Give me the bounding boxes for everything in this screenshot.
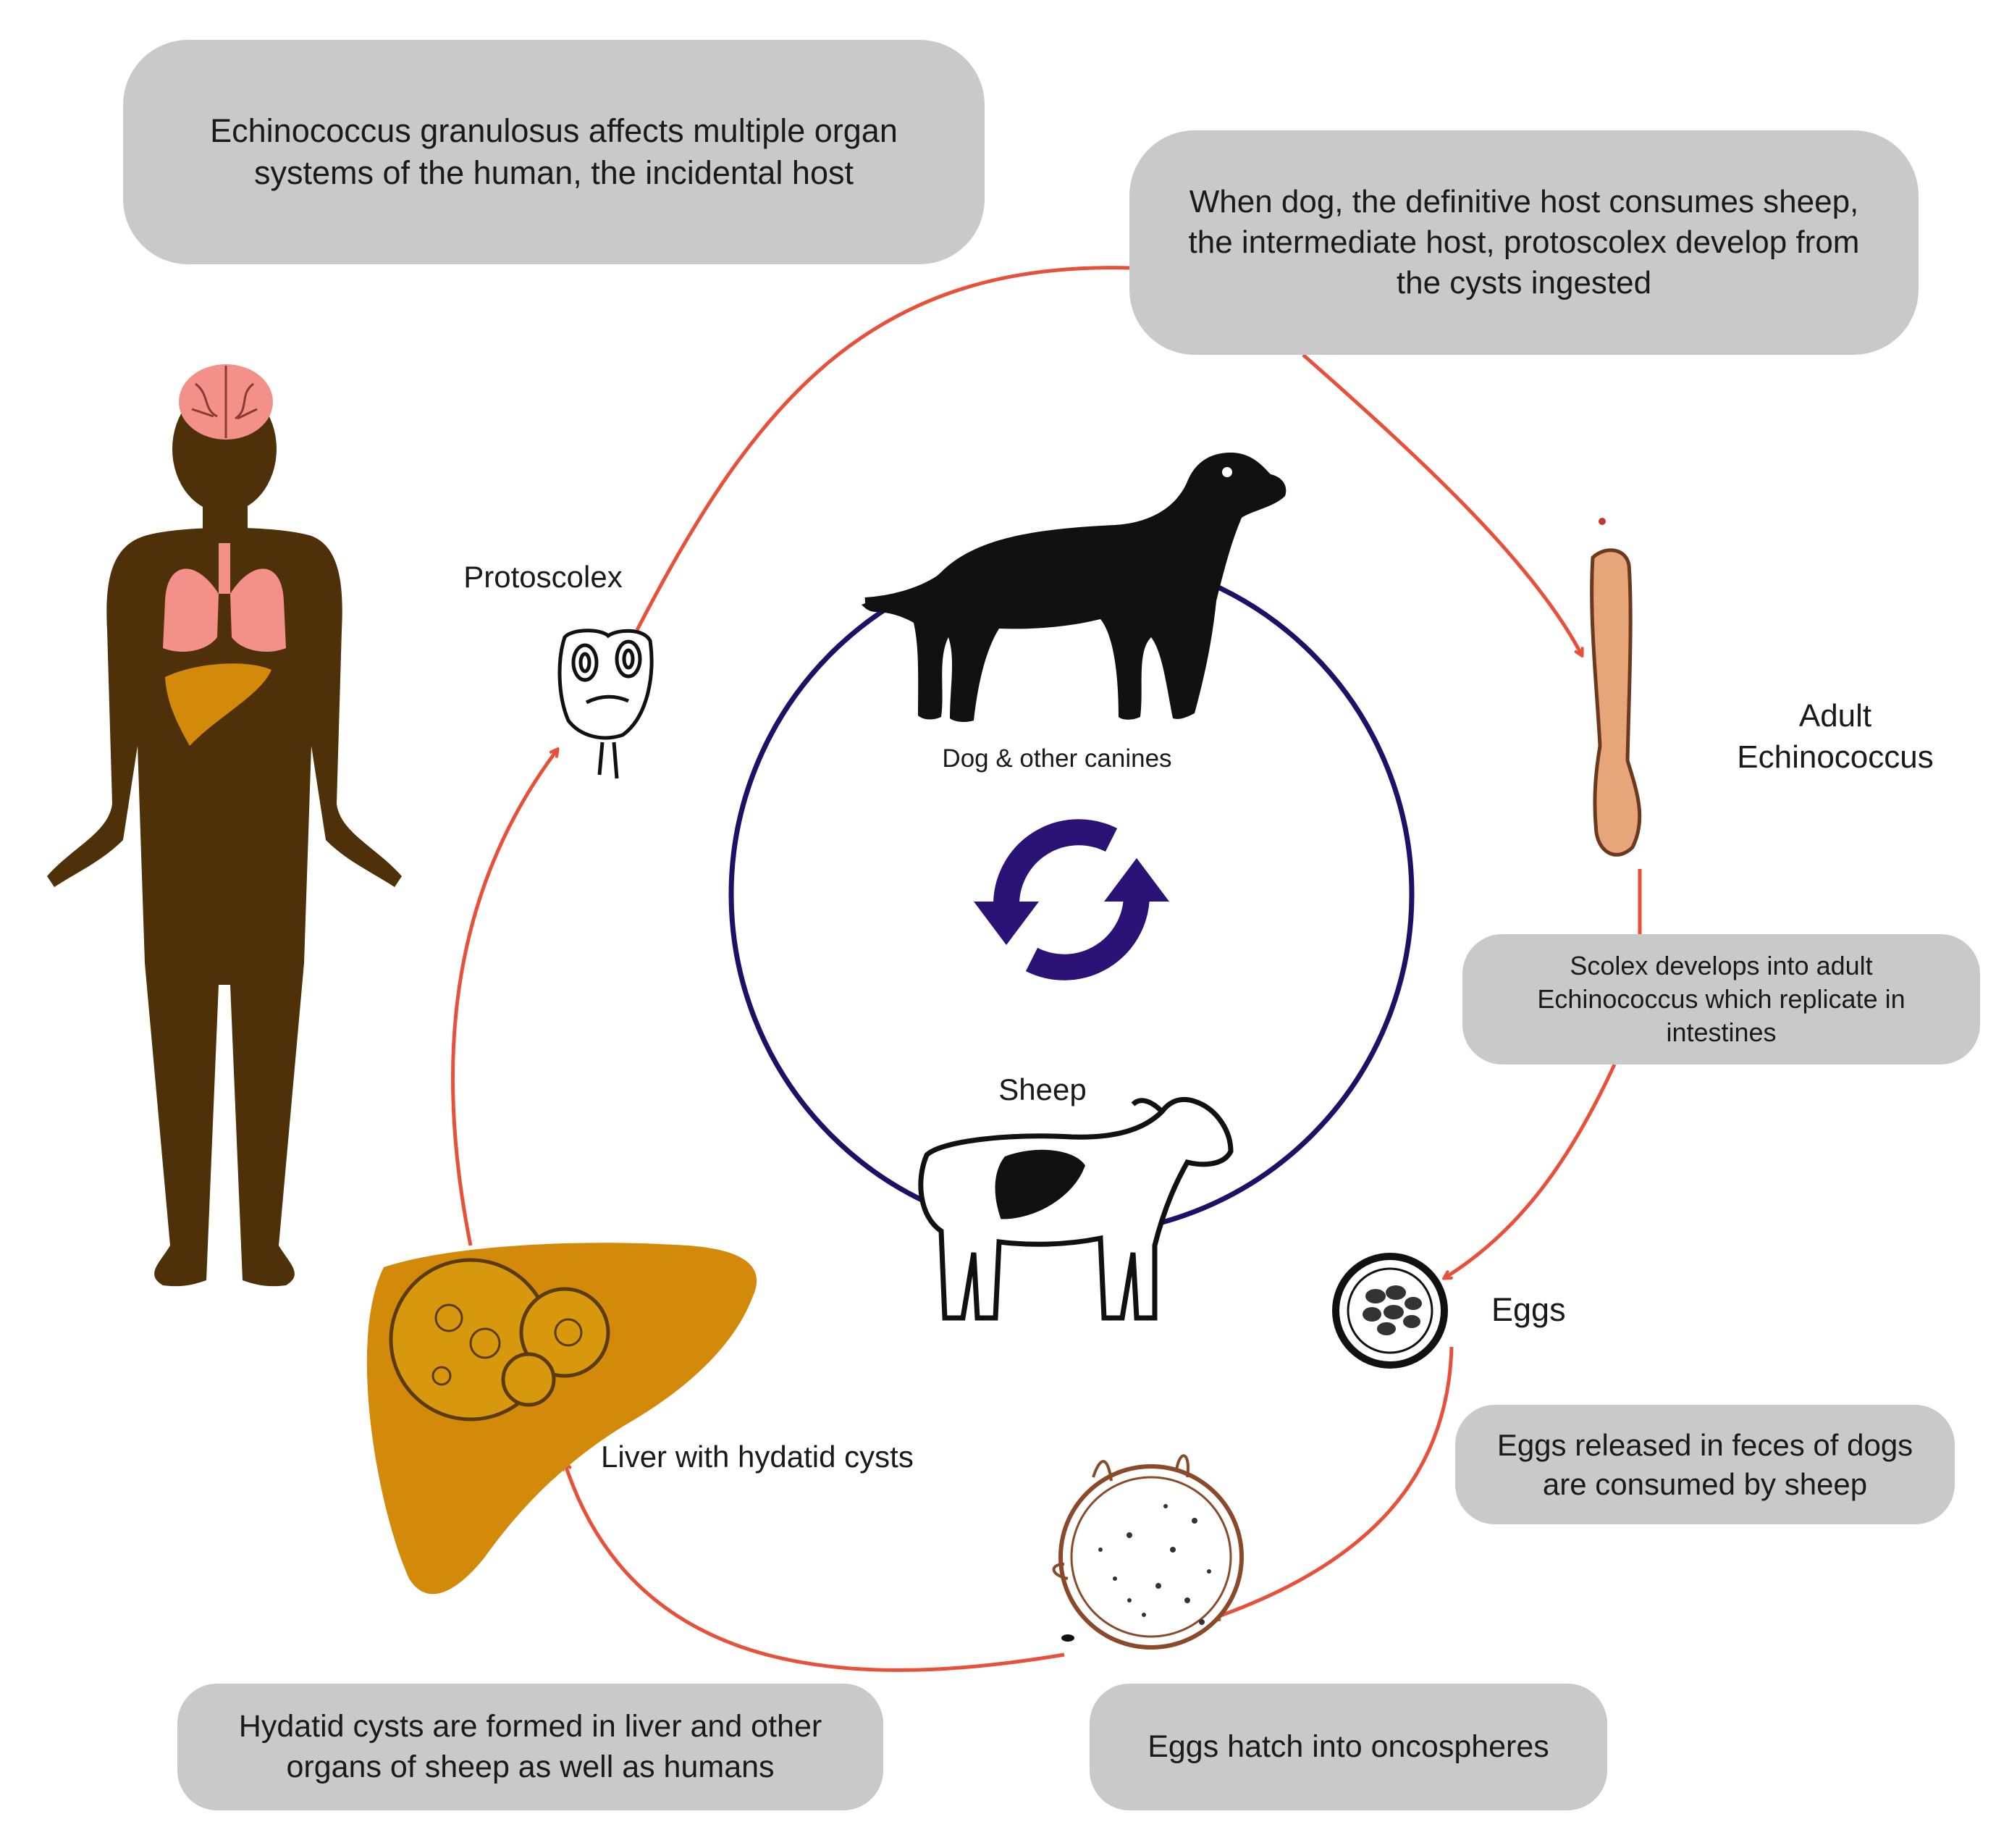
eggs-released-box: Eggs released in feces of dogs are consu… <box>1455 1405 1955 1524</box>
human-body-icon <box>47 385 402 1287</box>
tapeworm-icon <box>1590 518 1642 857</box>
cycle-arrows <box>450 266 1642 1672</box>
eggs-released-text: Eggs released in feces of dogs are consu… <box>1496 1427 1913 1501</box>
arrow-protoscolex-to-dog <box>635 266 1130 631</box>
host-cycle-circle <box>728 551 1415 1238</box>
adult-echinococcus-label: Adult Echinococcus <box>1737 698 1934 776</box>
dog-icon <box>862 453 1287 722</box>
dog-consumes-text: When dog, the definitive host consumes s… <box>1188 183 1860 301</box>
oncosphere-icon <box>1052 1454 1244 1650</box>
cysts-formed-text: Hydatid cysts are formed in liver and ot… <box>238 1709 822 1784</box>
sheep-label: Sheep <box>998 1072 1087 1106</box>
protoscolex-label: Protoscolex <box>463 560 623 594</box>
liver-icon <box>165 663 271 746</box>
liver-with-cysts-icon <box>366 1243 757 1595</box>
scolex-develops-text: Scolex develops into adult Echinococcus … <box>1537 950 1906 1048</box>
eggs-label: Eggs <box>1491 1291 1566 1328</box>
protoscolex-icon <box>557 629 654 779</box>
arrow-box-to-eggs <box>1444 1063 1617 1278</box>
cycle-arrows-icon <box>993 819 1150 980</box>
arrow-eggs-to-oncosphere <box>1213 1346 1454 1618</box>
human-host-text: Echinococcus granulosus affects multiple… <box>210 112 898 191</box>
dog-label: Dog & other canines <box>942 744 1172 773</box>
dog-consumes-box: When dog, the definitive host consumes s… <box>1129 130 1919 355</box>
scolex-develops-box: Scolex develops into adult Echinococcus … <box>1462 934 1980 1064</box>
arrow-liver-to-protoscolex <box>450 749 557 1246</box>
arrow-oncosphere-to-liver <box>565 1463 1065 1672</box>
human-host-box: Echinococcus granulosus affects multiple… <box>123 40 985 264</box>
sheep-icon <box>918 1096 1234 1321</box>
brain-icon <box>179 364 273 440</box>
eggs-hatch-text: Eggs hatch into oncospheres <box>1148 1729 1549 1764</box>
lungs-icon <box>163 543 286 652</box>
egg-icon <box>1332 1253 1448 1369</box>
arrow-dog-to-adult <box>1302 353 1582 655</box>
liver-label: Liver with hydatid cysts <box>601 1440 914 1474</box>
eggs-hatch-box: Eggs hatch into oncospheres <box>1090 1684 1607 1810</box>
cysts-formed-box: Hydatid cysts are formed in liver and ot… <box>177 1684 883 1810</box>
